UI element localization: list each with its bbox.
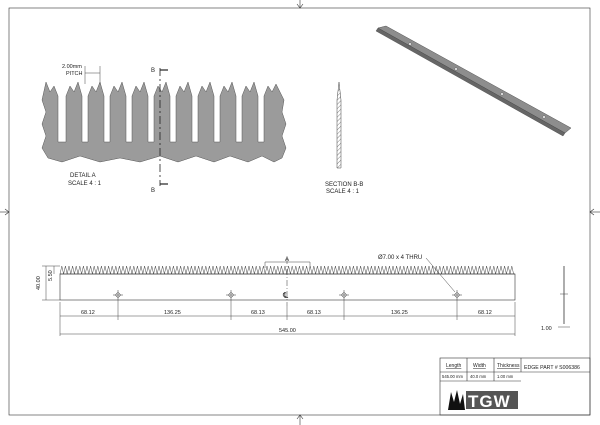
title-header-thickness: Thickness: [497, 363, 520, 369]
part-number: EDGE PART # S006386: [524, 365, 580, 371]
section-b-b-view: SECTION B-B SCALE 4 : 1: [325, 81, 363, 195]
segment-dim-4: 68.13: [307, 310, 321, 316]
hole-1: [113, 290, 123, 300]
segment-dim-6: 68.12: [478, 310, 492, 316]
iso-hole-2: [454, 67, 458, 71]
thickness-view: 1.00: [541, 266, 570, 332]
detail-a-view: 2.00mm PITCH B B DETAIL A SCALE 4 : 1: [41, 64, 287, 194]
isometric-view: [375, 25, 572, 137]
pitch-dimension: 2.00mm PITCH: [62, 64, 101, 84]
hole-4: [452, 290, 462, 300]
iso-blade-edge: [375, 27, 566, 137]
height-dim-overall: 40.00: [36, 276, 42, 290]
title-header-width: Width: [473, 363, 486, 369]
title-header-length: Length: [446, 363, 462, 369]
segment-dim-1: 68.12: [81, 310, 95, 316]
iso-hole-3: [500, 92, 504, 96]
section-marker-bottom: B: [151, 188, 155, 194]
pitch-value: 2.00mm: [62, 64, 82, 70]
detail-a-outline: [41, 81, 287, 163]
hole-note: Ø7.00 x 4 THRU: [378, 255, 456, 293]
height-dimensions: 40.00 5.50: [36, 265, 60, 301]
mounting-holes: [113, 290, 462, 300]
hole-2: [226, 290, 236, 300]
iso-hole-1: [408, 42, 412, 46]
section-line-b: B B: [151, 68, 168, 194]
tgw-logo: TGW: [448, 390, 518, 411]
centerline-symbol: ℄: [282, 291, 289, 300]
iso-blade-body: [377, 25, 572, 134]
height-dim-tooth: 5.50: [48, 270, 54, 281]
title-value-length: 545.00 mm: [442, 374, 463, 379]
hole-3: [339, 290, 349, 300]
logo-text: TGW: [468, 392, 511, 411]
centerline: ℄: [282, 258, 289, 306]
section-title: SECTION B-B: [325, 182, 363, 188]
title-value-width: 40.0 mm: [470, 374, 487, 379]
segment-dim-3: 68.13: [251, 310, 265, 316]
main-front-view: A ℄ Ø7.00 x 4 THRU 40.00 5.50: [36, 255, 570, 336]
pitch-label: PITCH: [66, 71, 83, 77]
detail-a-title: DETAIL A: [70, 173, 96, 179]
blade-body: [59, 273, 516, 301]
segment-dimensions: 68.12 136.25 68.13 68.13 136.25 68.12 54…: [59, 300, 516, 336]
overall-length-dim: 545.00: [279, 328, 296, 334]
hole-note-text: Ø7.00 x 4 THRU: [378, 255, 422, 261]
section-scale: SCALE 4 : 1: [326, 189, 360, 195]
title-block: Length Width Thickness 545.00 mm 40.0 mm…: [439, 357, 591, 416]
iso-hole-4: [542, 115, 546, 119]
logo-flame-icon: [448, 390, 465, 410]
detail-a-scale: SCALE 4 : 1: [68, 181, 102, 187]
title-value-thickness: 1.00 mm: [497, 374, 514, 379]
segment-dim-2: 136.25: [164, 310, 181, 316]
section-marker-top: B: [151, 68, 155, 74]
section-profile: [336, 81, 342, 169]
drawing-border: [8, 7, 591, 416]
segment-dim-5: 136.25: [391, 310, 408, 316]
thickness-dim: 1.00: [541, 326, 552, 332]
